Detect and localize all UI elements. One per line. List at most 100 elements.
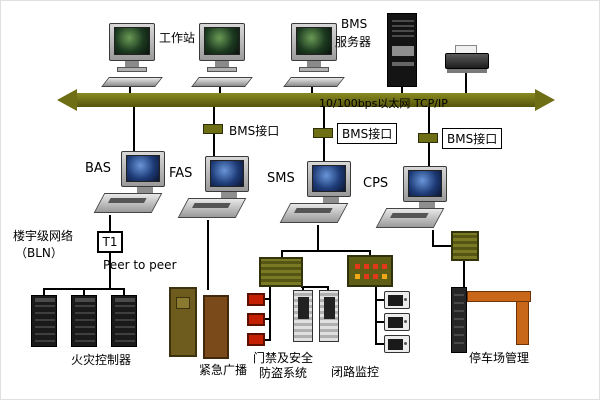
connector-line (327, 286, 329, 290)
monitor-screen (388, 295, 403, 306)
monitor-knob (404, 320, 407, 323)
connector-line (432, 245, 453, 247)
bln-label-line1: 楼宇级网络 (13, 229, 74, 243)
server-vents (392, 20, 414, 40)
monitor-base (299, 67, 329, 72)
monitor-screen (114, 27, 150, 55)
connector-line (317, 225, 319, 251)
connector-line (311, 83, 313, 93)
connector-line (263, 339, 271, 341)
connector-line (301, 286, 329, 288)
parking-gate-post (451, 287, 467, 353)
backbone-arrow-right-icon (535, 89, 555, 111)
sms-workstation (279, 161, 355, 227)
connector-line (375, 287, 377, 344)
card-reader-1 (293, 290, 313, 342)
monitor-knob (404, 298, 407, 301)
workstation-pc-2 (191, 23, 253, 89)
card-reader-2 (319, 290, 339, 342)
workstation-label: 工作站 (159, 31, 196, 45)
monitor (291, 23, 337, 61)
sms-label: SMS (267, 171, 295, 186)
connector-line (263, 318, 271, 320)
fas-label: FAS (169, 166, 193, 181)
bms-server-tower (387, 13, 417, 87)
cctv-label: 闭路监控 (331, 365, 380, 379)
monitor-base (323, 197, 339, 203)
reader-display (298, 297, 309, 319)
cctv-controller (347, 255, 393, 287)
cabinet-louvers (115, 305, 135, 343)
indicator-lights (355, 264, 360, 269)
monitor-screen (126, 155, 160, 182)
reader-display (324, 297, 335, 319)
connector-line (281, 250, 371, 252)
connector-line (269, 287, 271, 341)
alarm-unit-1 (247, 293, 265, 306)
parking-controller (451, 231, 479, 261)
connector-line (401, 87, 403, 93)
fas-workstation (177, 156, 253, 222)
bms-interface-label-3: BMS接口 (442, 128, 503, 149)
connector-line (375, 321, 384, 323)
fire-controller-cabinet-3 (111, 295, 137, 347)
parking-gate-arm-end (516, 301, 529, 345)
monitor-screen (388, 317, 403, 328)
parking-gate-arm (467, 291, 531, 302)
connector-line (219, 83, 221, 93)
monitor-stand (215, 61, 229, 67)
alarm-unit-2 (247, 313, 265, 326)
keyboard (283, 77, 345, 87)
cabinet-panel (176, 297, 190, 309)
keyboard (101, 77, 163, 87)
monitor-screen (312, 165, 346, 192)
fire-controller-cabinet-2 (71, 295, 97, 347)
gate-post-stripes (454, 294, 464, 346)
terminal-printer (279, 203, 349, 223)
backbone-label: 10/100bps以太网 TCP/IP (319, 97, 448, 110)
cabinet-top (75, 298, 95, 302)
monitor-base (419, 202, 435, 208)
emergency-broadcast-label: 紧急广播 (199, 363, 248, 377)
network-printer (445, 45, 489, 73)
monitor-screen (204, 27, 240, 55)
connector-line (133, 107, 135, 155)
bms-interface-label-2: BMS接口 (337, 123, 398, 144)
connector-line (109, 253, 111, 289)
bas-label: BAS (85, 161, 112, 176)
connector-line (463, 261, 465, 289)
monitor (121, 151, 165, 187)
monitor-stand (307, 61, 321, 67)
printer-base (447, 69, 487, 73)
connector-line (43, 288, 45, 296)
fire-controller-label: 火灾控制器 (71, 353, 132, 367)
connector-line (432, 230, 434, 247)
keyboard (191, 77, 253, 87)
monitor-knob (404, 342, 407, 345)
connector-line (465, 73, 467, 93)
access-security-label-line1: 门禁及安全 (253, 351, 314, 365)
alarm-unit-3 (247, 333, 265, 346)
cps-label: CPS (363, 176, 389, 191)
connector-line (375, 299, 384, 301)
monitor-base (207, 67, 237, 72)
printer-slot (294, 208, 333, 213)
cctv-monitor-2 (384, 313, 410, 331)
server-panel (392, 46, 414, 56)
fire-controller-cabinet-1 (31, 295, 57, 347)
printer-body (445, 53, 489, 69)
monitor (109, 23, 155, 61)
peer-to-peer-label: Peer to peer (103, 258, 177, 272)
bas-workstation (93, 151, 169, 217)
monitor-base (221, 192, 237, 198)
bms-server-label-line1: BMS (341, 17, 368, 31)
cabinet-top (35, 298, 55, 302)
terminal-printer (93, 193, 163, 213)
t1-box: T1 (97, 231, 123, 253)
cabinet-top (115, 298, 135, 302)
monitor-stand (125, 61, 139, 67)
backbone-arrow-left-icon (57, 89, 77, 111)
parking-label: 停车场管理 (469, 351, 530, 365)
bms-interface-box-3 (418, 133, 438, 143)
